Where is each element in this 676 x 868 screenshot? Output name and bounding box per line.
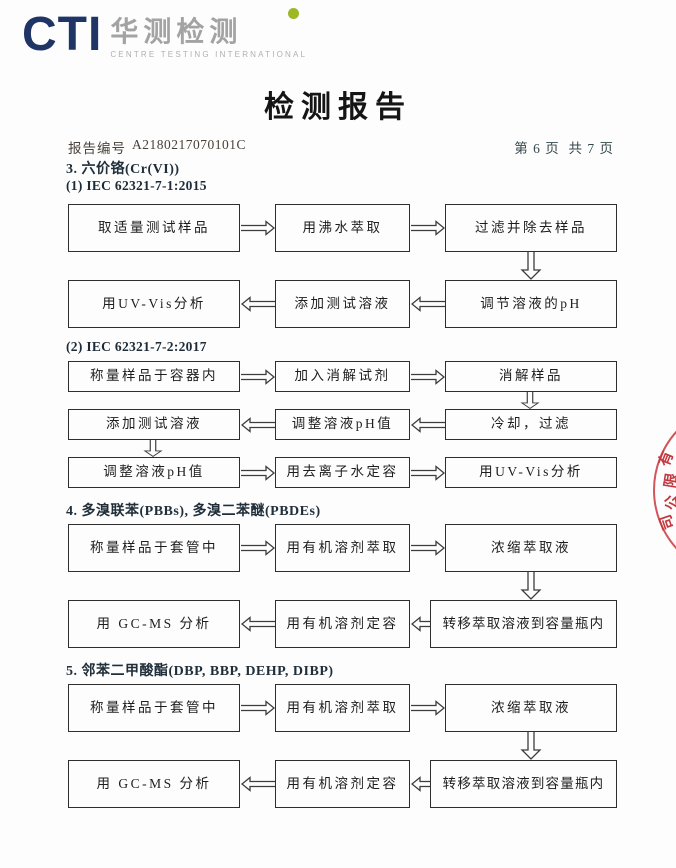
section-4-heading: 4. 多溴联苯(PBBs), 多溴二苯醚(PBDEs) — [66, 504, 321, 519]
flow-arrow-left-icon — [410, 280, 445, 328]
flow-step-box: 消解样品 — [445, 361, 617, 392]
flow-step-box: 取适量测试样品 — [68, 204, 240, 252]
seal-char: 公 — [664, 494, 676, 511]
cti-logo: CTI 华测检测 CENTRE TESTING INTERNATIONAL — [22, 8, 307, 59]
section-3-heading: 3. 六价铬(Cr(VI)) — [66, 162, 180, 177]
flow-arrow-left-icon — [240, 280, 275, 328]
flow-arrow-left-icon — [410, 760, 445, 808]
flowchart-row: 取适量测试样品 用沸水萃取 过滤并除去样品 — [68, 204, 617, 252]
flow-arrow-down-icon — [68, 440, 617, 457]
flow-arrow-right-icon — [240, 204, 275, 252]
page-indicator: 第 6 页 共 7 页 — [514, 141, 614, 156]
flow-step-box: 称量样品于容器内 — [68, 361, 240, 392]
flow-step-box: 用 GC-MS 分析 — [68, 760, 240, 808]
flow-step-box: 称量样品于套管中 — [68, 684, 240, 732]
flow-arrow-right-icon — [410, 684, 445, 732]
flow-arrow-right-icon — [410, 524, 445, 572]
flow-step-box: 用 GC-MS 分析 — [68, 600, 240, 648]
flow-step-box: 用去离子水定容 — [275, 457, 410, 488]
flow-step-box: 调整溶液pH值 — [68, 457, 240, 488]
flow-arrow-right-icon — [240, 524, 275, 572]
flow-step-box: 转移萃取溶液到容量瓶内 — [430, 600, 617, 648]
flow-arrow-down-icon — [68, 572, 617, 600]
flowchart-cr6-iec2: 称量样品于容器内 加入消解试剂 消解样品 添加测试溶液 调整溶液pH值 冷却，过… — [68, 361, 617, 488]
flowchart-pbb-pbde: 称量样品于套管中 用有机溶剂萃取 浓缩萃取液 用 GC-MS 分析 用有机溶剂定… — [68, 524, 617, 648]
flow-arrow-right-icon — [240, 457, 275, 488]
flow-step-box: 添加测试溶液 — [68, 409, 240, 440]
flow-arrow-down-icon — [68, 392, 617, 409]
seal-char: 限 — [662, 472, 676, 490]
flow-step-box: 用有机溶剂定容 — [275, 600, 410, 648]
cti-logo-acronym: CTI — [22, 8, 103, 61]
flow-arrow-right-icon — [410, 457, 445, 488]
flowchart-cr6-iec1: 取适量测试样品 用沸水萃取 过滤并除去样品 用UV-Vis分析 添加测试溶液 调… — [68, 204, 617, 328]
flow-arrow-down-icon — [68, 252, 617, 280]
flow-arrow-right-icon — [240, 361, 275, 392]
cti-logo-english-name: CENTRE TESTING INTERNATIONAL — [110, 50, 308, 59]
flow-arrow-right-icon — [240, 684, 275, 732]
cti-logo-chinese-name: 华测检测 — [110, 16, 243, 47]
flowchart-row: 称量样品于套管中 用有机溶剂萃取 浓缩萃取液 — [68, 524, 617, 572]
cti-logo-names: 华测检测 CENTRE TESTING INTERNATIONAL — [110, 8, 307, 59]
page-title: 检测报告 — [264, 91, 412, 124]
flowchart-row: 用 GC-MS 分析 用有机溶剂定容 转移萃取溶液到容量瓶内 — [68, 760, 617, 808]
flowchart-row: 添加测试溶液 调整溶液pH值 冷却，过滤 — [68, 409, 617, 440]
flowchart-row: 用 GC-MS 分析 用有机溶剂定容 转移萃取溶液到容量瓶内 — [68, 600, 617, 648]
flow-step-box: 转移萃取溶液到容量瓶内 — [430, 760, 617, 808]
flowchart-row: 调整溶液pH值 用去离子水定容 用UV-Vis分析 — [68, 457, 617, 488]
flow-step-box: 用UV-Vis分析 — [68, 280, 240, 328]
report-number-label: 报告编号 — [68, 141, 126, 156]
flow-step-box: 用沸水萃取 — [275, 204, 410, 252]
report-number-value: A2180217070101C — [132, 137, 247, 152]
flow-arrow-right-icon — [410, 204, 445, 252]
flow-step-box: 浓缩萃取液 — [445, 524, 617, 572]
flow-arrow-left-icon — [240, 409, 275, 440]
flow-step-box: 用有机溶剂定容 — [275, 760, 410, 808]
cti-logo-dot-icon — [288, 8, 300, 19]
section-3-sub1-heading: (1) IEC 62321-7-1:2015 — [66, 178, 207, 193]
flowchart-row: 称量样品于容器内 加入消解试剂 消解样品 — [68, 361, 617, 392]
flow-arrow-left-icon — [240, 600, 275, 648]
flow-arrow-left-icon — [410, 409, 445, 440]
flow-step-box: 用有机溶剂萃取 — [275, 524, 410, 572]
flow-step-box: 添加测试溶液 — [275, 280, 410, 328]
flow-step-box: 冷却，过滤 — [445, 409, 617, 440]
flow-step-box: 用有机溶剂萃取 — [275, 684, 410, 732]
flowchart-row: 用UV-Vis分析 添加测试溶液 调节溶液的pH — [68, 280, 617, 328]
flowchart-phthalates: 称量样品于套管中 用有机溶剂萃取 浓缩萃取液 用 GC-MS 分析 用有机溶剂定… — [68, 684, 617, 808]
company-seal-circle-icon — [653, 402, 676, 578]
flow-arrow-right-icon — [410, 361, 445, 392]
flow-arrow-down-icon — [68, 732, 617, 760]
flow-step-box: 浓缩萃取液 — [445, 684, 617, 732]
flow-step-box: 用UV-Vis分析 — [445, 457, 617, 488]
flow-step-box: 称量样品于套管中 — [68, 524, 240, 572]
flow-step-box: 调整溶液pH值 — [275, 409, 410, 440]
flow-step-box: 加入消解试剂 — [275, 361, 410, 392]
section-3-sub2-heading: (2) IEC 62321-7-2:2017 — [66, 339, 207, 354]
flow-arrow-left-icon — [410, 600, 445, 648]
section-5-heading: 5. 邻苯二甲酸酯(DBP, BBP, DEHP, DIBP) — [66, 664, 334, 679]
flow-arrow-left-icon — [240, 760, 275, 808]
flow-step-box: 调节溶液的pH — [445, 280, 617, 328]
flow-step-box: 过滤并除去样品 — [445, 204, 617, 252]
flowchart-row: 称量样品于套管中 用有机溶剂萃取 浓缩萃取液 — [68, 684, 617, 732]
